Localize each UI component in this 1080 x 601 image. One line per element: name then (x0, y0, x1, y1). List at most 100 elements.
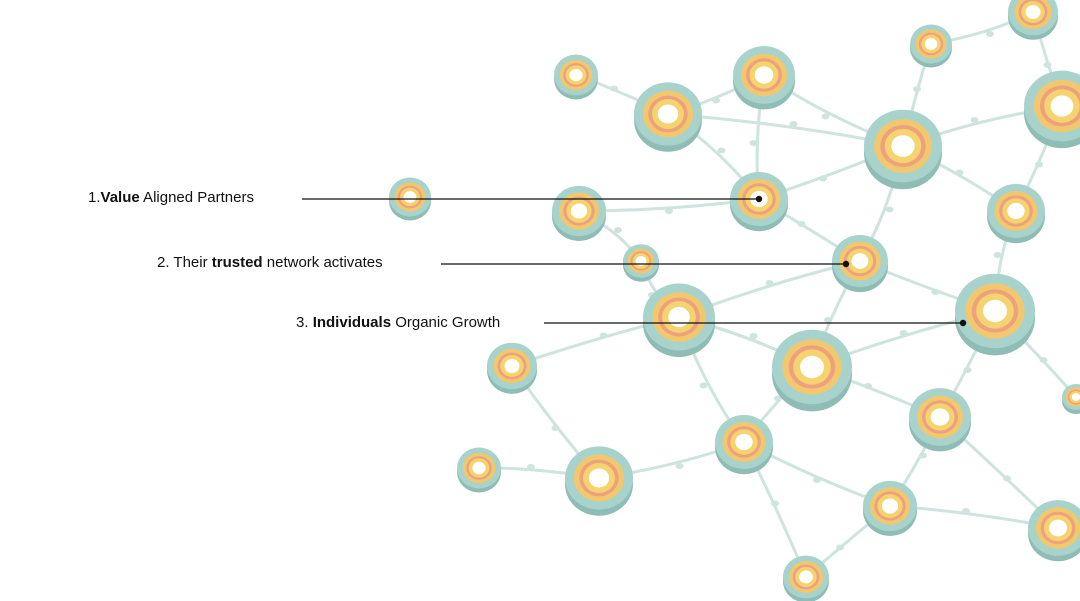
callout-rest: network activates (262, 254, 383, 271)
network-node (783, 555, 829, 601)
link-junction (1039, 357, 1048, 363)
node-center (1049, 519, 1067, 537)
network-node (457, 447, 501, 493)
network-node (832, 234, 888, 293)
link-junction (963, 367, 972, 373)
node-center (403, 191, 417, 203)
network-node (909, 388, 971, 452)
link-junction (885, 206, 894, 213)
network-node (1028, 500, 1080, 562)
callout-dot (959, 319, 967, 327)
node-center (924, 38, 938, 50)
link-junction (665, 208, 673, 214)
callout-keyword: Value (100, 189, 140, 206)
network-node (863, 480, 917, 536)
link-junction (765, 280, 774, 286)
node-center (504, 359, 520, 373)
link-junction (771, 500, 779, 507)
network-node (1024, 70, 1080, 149)
node-center (799, 570, 813, 584)
network-node (730, 172, 788, 232)
callout-dot (842, 260, 850, 268)
link-junction (774, 395, 782, 402)
network-node (715, 415, 773, 475)
node-center (983, 299, 1007, 323)
link-junction (931, 289, 940, 295)
network-node (987, 184, 1045, 244)
link-junction (551, 425, 560, 431)
node-center (735, 433, 753, 451)
node-center (1071, 393, 1080, 401)
link-junction (864, 383, 872, 389)
link-junction (962, 508, 970, 514)
callout-number: 2. Their (157, 254, 212, 271)
link-junction (919, 452, 927, 459)
network-node (634, 82, 702, 152)
link-junction (599, 332, 608, 339)
node-center (657, 104, 679, 124)
network-nodes (389, 0, 1080, 601)
link-junction (899, 330, 908, 336)
link-junction (527, 464, 535, 470)
network-node (554, 54, 598, 100)
node-center (570, 203, 588, 219)
node-center (588, 468, 610, 488)
link-junction (813, 477, 821, 483)
node-center (1007, 202, 1025, 220)
link-junction (712, 97, 720, 104)
network-node (955, 273, 1035, 356)
network-node (772, 329, 852, 412)
callout-keyword: trusted (211, 254, 263, 271)
link-junction (821, 113, 830, 120)
callout-label-individuals-growth: 3. Individuals Organic Growth (296, 314, 500, 332)
link-junction (1043, 62, 1052, 68)
callout-label-trusted-network: 2. Their trusted network activates (157, 254, 383, 272)
network-node (643, 283, 715, 357)
network-node (733, 46, 795, 110)
callout-dot (755, 195, 763, 203)
network-node (1008, 0, 1058, 40)
link-junction (824, 317, 832, 323)
link-junction (699, 382, 708, 389)
network-node (487, 342, 537, 394)
callout-number: 1. (88, 189, 101, 206)
link-junction (675, 463, 684, 469)
node-center (930, 408, 950, 426)
node-center (1050, 95, 1074, 117)
network-node (864, 109, 942, 190)
link-junction (819, 175, 827, 182)
link-junction (789, 121, 798, 127)
callout-lines (302, 195, 967, 327)
callout-rest: Aligned Partners (139, 189, 254, 206)
network-node (552, 185, 606, 241)
callout-rest: Organic Growth (391, 314, 501, 331)
link-junction (1035, 161, 1043, 168)
node-center (851, 253, 869, 269)
node-center (754, 66, 774, 84)
link-junction (986, 31, 994, 37)
node-center (881, 498, 899, 514)
callout-number: 3. (296, 314, 313, 331)
network-node (910, 24, 952, 68)
node-center (800, 355, 824, 379)
node-center (1025, 5, 1041, 19)
node-center (472, 461, 486, 475)
node-center (569, 68, 583, 82)
link-junction (614, 227, 622, 233)
node-center (891, 135, 915, 157)
network-node (1062, 383, 1080, 415)
link-junction (749, 140, 758, 146)
node-center (668, 306, 690, 328)
link-junction (993, 252, 1002, 258)
callout-keyword: Individuals (312, 314, 392, 331)
link-junction (610, 85, 618, 92)
link-junction (1003, 475, 1011, 482)
network-node (623, 244, 659, 282)
link-junction (955, 169, 964, 176)
network-node (565, 446, 633, 516)
link-junction (913, 86, 921, 92)
link-junction (970, 117, 979, 123)
link-junction (836, 544, 844, 551)
